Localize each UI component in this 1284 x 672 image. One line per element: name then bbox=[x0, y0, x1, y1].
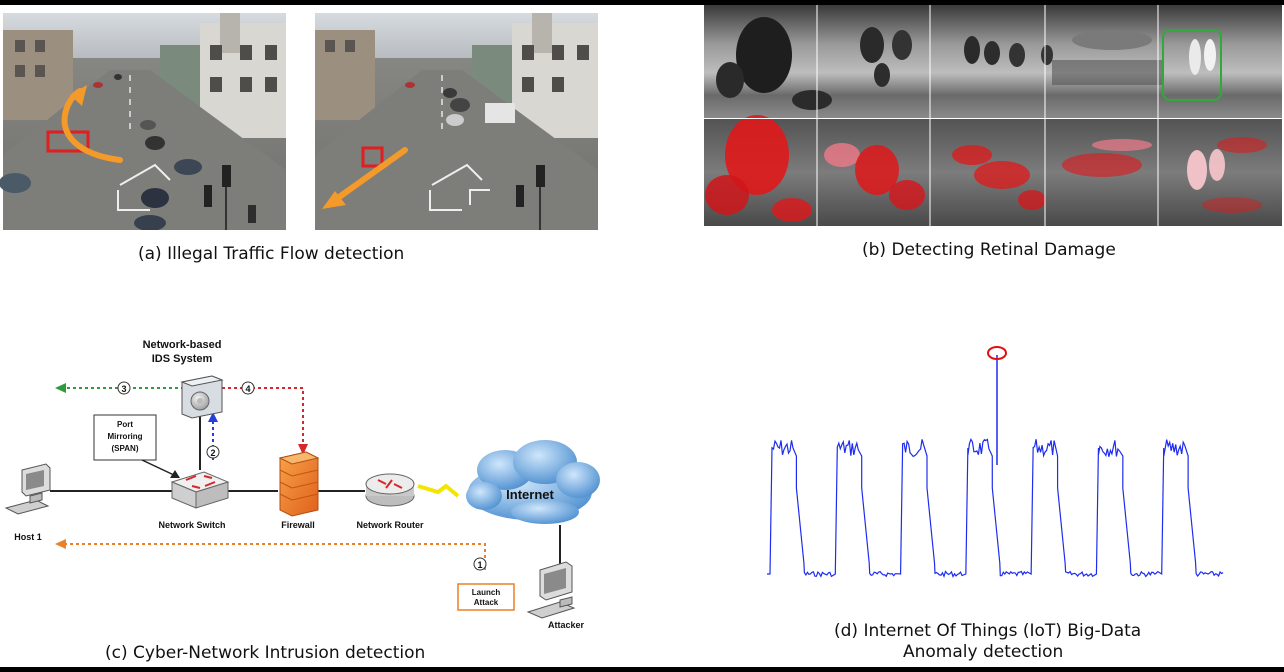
internet-label: Internet bbox=[506, 487, 554, 502]
switch-label: Network Switch bbox=[158, 520, 225, 530]
anomaly-marker bbox=[987, 346, 1007, 360]
launch-attack-line-2: Attack bbox=[474, 598, 499, 607]
attacker-computer-icon bbox=[526, 561, 576, 619]
step-3-label: 3 bbox=[121, 384, 126, 394]
step-3-marker: 3 bbox=[117, 381, 131, 395]
attacker-label: Attacker bbox=[548, 620, 585, 630]
iot-signal-plot bbox=[767, 346, 1224, 579]
router-label: Network Router bbox=[356, 520, 424, 530]
host-label: Host 1 bbox=[14, 532, 42, 542]
caption-iot-line-2: Anomaly detection bbox=[903, 642, 1064, 662]
step-1-marker: 1 bbox=[473, 557, 487, 571]
network-switch-icon bbox=[170, 471, 230, 509]
port-mirroring-line-3: (SPAN) bbox=[112, 444, 139, 453]
caption-traffic: (a) Illegal Traffic Flow detection bbox=[138, 244, 405, 264]
firewall-label: Firewall bbox=[281, 520, 315, 530]
ids-appliance-icon bbox=[180, 375, 224, 419]
traffic-photos bbox=[0, 13, 598, 230]
traffic-photo-2 bbox=[315, 13, 598, 230]
step-2-label: 2 bbox=[210, 448, 215, 458]
iot-panel bbox=[642, 300, 1284, 667]
internet-cloud-icon bbox=[466, 440, 600, 524]
ids-title-line-1: Network-based bbox=[143, 339, 222, 351]
caption-retina: (b) Detecting Retinal Damage bbox=[862, 240, 1116, 260]
host-computer-icon bbox=[4, 463, 51, 515]
step-1-label: 1 bbox=[477, 560, 482, 570]
iot-signal-line bbox=[767, 438, 1224, 579]
caption-network: (c) Cyber-Network Intrusion detection bbox=[105, 643, 426, 663]
step-4-label: 4 bbox=[245, 384, 250, 394]
retina-scans bbox=[704, 5, 1282, 226]
launch-attack-line-1: Launch bbox=[472, 588, 501, 597]
port-mirroring-line-2: Mirroring bbox=[107, 432, 142, 441]
network-router-icon bbox=[365, 473, 415, 507]
network-diagram: 3 4 2 1 Network-based IDS System Port Mi… bbox=[4, 339, 600, 630]
caption-iot-line-1: (d) Internet Of Things (IoT) Big-Data bbox=[834, 621, 1142, 641]
step-4-marker: 4 bbox=[241, 381, 255, 395]
firewall-icon bbox=[278, 451, 320, 517]
step-2-marker: 2 bbox=[206, 445, 220, 459]
ids-title-line-2: IDS System bbox=[152, 353, 213, 365]
traffic-photo-1 bbox=[0, 13, 286, 230]
port-mirroring-line-1: Port bbox=[117, 420, 133, 429]
